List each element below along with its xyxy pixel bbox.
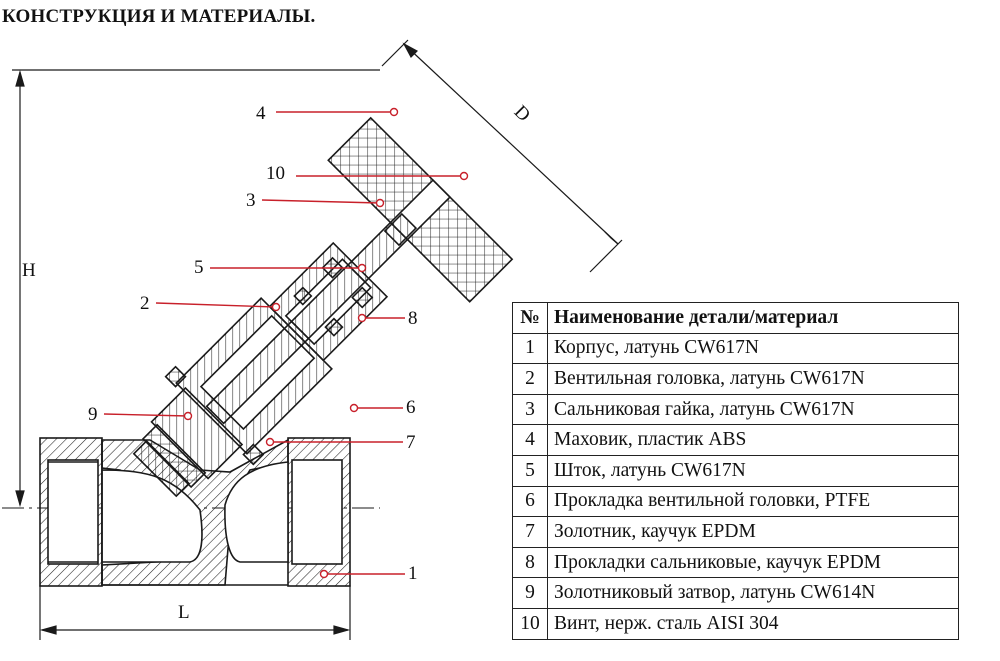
callout-label-5: 5 [194,257,204,278]
callout-label-2: 2 [140,293,150,314]
row-name: Шток, латунь CW617N [547,454,959,487]
table-row: 5 Шток, латунь CW617N [512,454,959,487]
row-num: 3 [512,393,548,426]
callout-label-8: 8 [408,308,418,329]
row-num: 7 [512,516,548,548]
valve-body [39,437,351,587]
callout-label-4: 4 [256,103,266,124]
dimension-l-label: L [178,602,190,623]
row-name: Вентильная головка, латунь CW617N [547,363,959,395]
row-name: Маховик, пластик ABS [547,424,959,456]
table-row: 2 Вентильная головка, латунь CW617N [512,363,959,395]
row-num: 1 [512,332,548,365]
parts-table-header: № Наименование детали/материал [512,302,959,334]
page-title: КОНСТРУКЦИЯ И МАТЕРИАЛЫ. [2,6,316,27]
table-row: 7 Золотник, каучук EPDM [512,516,959,548]
row-num: 10 [512,607,548,640]
dimension-l [39,585,351,640]
table-row: 4 Маховик, пластик ABS [512,424,959,456]
row-num: 4 [512,424,548,456]
row-name: Золотник, каучук EPDM [547,516,959,548]
dimension-d-label: D [510,101,535,126]
callout-label-3: 3 [246,190,256,211]
dimension-h-label: H [22,260,36,281]
callout-label-7: 7 [406,432,416,453]
row-name: Винт, нерж. сталь AISI 304 [547,607,959,640]
row-name: Прокладка вентильной головки, PTFE [547,485,959,518]
callout-label-9: 9 [88,404,98,425]
header-num: № [512,302,548,334]
callout-label-6: 6 [406,397,416,418]
row-name: Корпус, латунь CW617N [547,332,959,365]
row-name: Сальниковая гайка, латунь CW617N [547,393,959,426]
table-row: 10 Винт, нерж. сталь AISI 304 [512,607,959,640]
dimension-h [12,69,380,508]
callout-label-10: 10 [266,163,285,184]
header-name: Наименование детали/материал [547,302,959,334]
row-name: Золотниковый затвор, латунь CW614N [547,577,959,609]
callout-markers [183,107,469,579]
callout-leaders [103,111,464,575]
bonnet-assembly [132,116,514,498]
dimension-d [381,39,623,273]
row-name: Прокладки сальниковые, каучук EPDM [547,546,959,579]
table-row: 3 Сальниковая гайка, латунь CW617N [512,393,959,426]
table-row: 1 Корпус, латунь CW617N [512,332,959,365]
row-num: 5 [512,454,548,487]
row-num: 6 [512,485,548,518]
callout-label-1: 1 [408,563,418,584]
row-num: 8 [512,546,548,579]
row-num: 2 [512,363,548,395]
parts-table: № Наименование детали/материал 1 Корпус,… [512,302,959,640]
table-row: 8 Прокладки сальниковые, каучук EPDM [512,546,959,579]
table-row: 9 Золотниковый затвор, латунь CW614N [512,577,959,609]
table-row: 6 Прокладка вентильной головки, PTFE [512,485,959,518]
row-num: 9 [512,577,548,609]
